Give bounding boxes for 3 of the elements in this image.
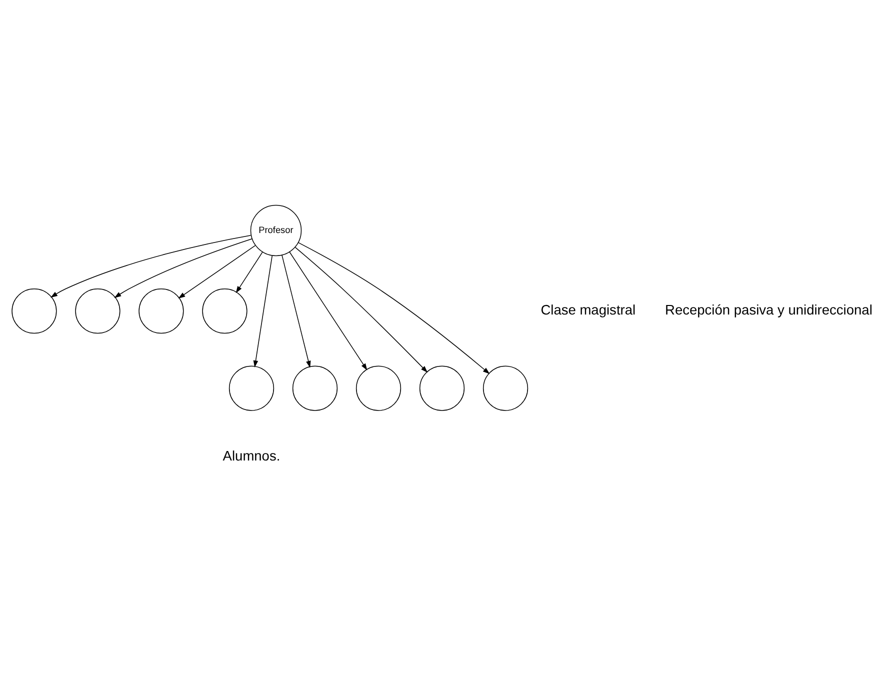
label: Recepción pasiva y unidireccional (665, 302, 872, 317)
label: Clase magistral (540, 302, 636, 317)
label: Alumnos. (222, 448, 280, 464)
